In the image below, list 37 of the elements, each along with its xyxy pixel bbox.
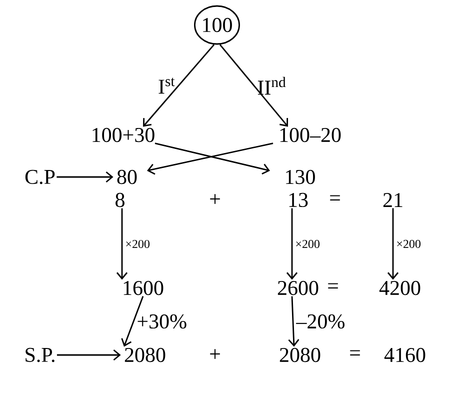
arrow (56, 171, 114, 183)
operator-sign: = (330, 195, 340, 200)
edge-label: –20% (296, 314, 344, 329)
number: 4200 (379, 280, 420, 296)
edge-label: ×200 (126, 240, 150, 248)
number: 100–20 (280, 128, 341, 142)
number: 130 (286, 170, 315, 184)
arrow (288, 296, 300, 347)
edge-label: ×200 (296, 240, 320, 248)
row-label: C.P (25, 170, 55, 184)
edge-label: +30% (138, 314, 186, 329)
arrow (143, 44, 215, 127)
number: 2600 (278, 280, 318, 296)
operator-sign: + (210, 194, 220, 204)
number: 2080 (124, 348, 166, 362)
arrow (121, 296, 144, 347)
operator-sign: = (350, 350, 360, 356)
number: 1600 (124, 280, 164, 296)
operator-sign: = (328, 283, 338, 288)
edge-label: ×200 (397, 240, 420, 248)
circled-number: 100 (194, 5, 240, 45)
number: 4160 (384, 348, 426, 362)
number: 80 (117, 170, 137, 184)
arrow (286, 208, 298, 280)
number: 21 (383, 193, 402, 207)
arrow (387, 208, 399, 280)
operator-sign: + (210, 349, 220, 359)
number: 2080 (280, 348, 320, 362)
edge-label: II$^{nd}$ (258, 76, 286, 95)
number: 100+30 (92, 128, 154, 142)
arrow (116, 208, 128, 280)
edge-label: I$^{st}$ (158, 78, 175, 94)
row-label: S.P. (26, 348, 54, 362)
arrow (219, 44, 288, 127)
arrow (56, 349, 121, 361)
number: 8 (116, 192, 124, 208)
number: 13 (289, 192, 308, 208)
